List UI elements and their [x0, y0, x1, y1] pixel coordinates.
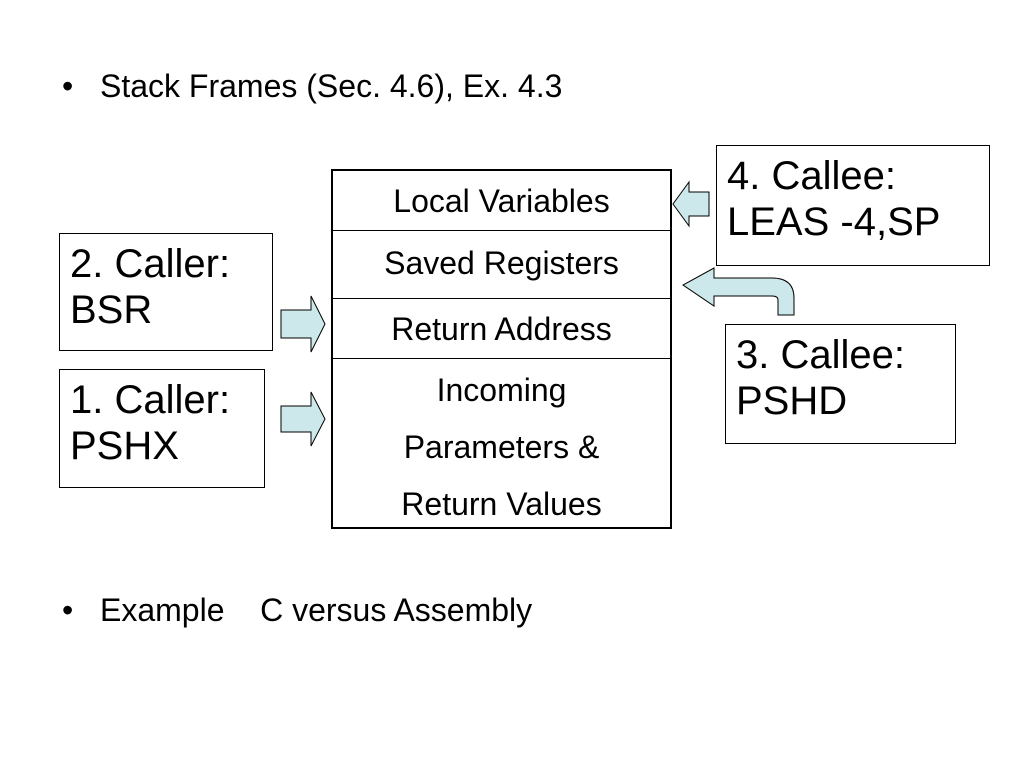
arrow-right-icon — [280, 295, 326, 353]
stack-cell-line: Parameters & — [403, 429, 600, 465]
note-line: 3. Callee: — [736, 333, 905, 377]
bullet-text: Stack Frames (Sec. 4.6), Ex. 4.3 — [100, 68, 563, 104]
arrow-left-icon — [672, 180, 710, 228]
bullet-example: • Example C versus Assembly — [62, 592, 532, 628]
note-line: LEAS -4,SP — [727, 200, 941, 244]
note-line: BSR — [70, 288, 153, 332]
arrow-right-icon — [280, 391, 326, 447]
note-callee-leas: 4. Callee: LEAS -4,SP — [716, 145, 990, 266]
stack-cell-local-variables: Local Variables — [333, 171, 670, 231]
stack-cell-incoming-parameters: Incoming Parameters & Return Values — [333, 359, 670, 529]
bullet-marker: • — [62, 592, 74, 628]
note-line: PSHX — [70, 424, 179, 468]
note-caller-pshx: 1. Caller: PSHX — [59, 369, 265, 488]
stack-cell-saved-registers: Saved Registers — [333, 231, 670, 299]
stack-frame-table: Local Variables Saved Registers Return A… — [331, 169, 672, 529]
note-line: 1. Caller: — [70, 378, 231, 422]
curved-arrow-icon — [682, 267, 795, 316]
note-line: PSHD — [736, 379, 848, 423]
note-caller-bsr: 2. Caller: BSR — [59, 233, 273, 351]
stack-cell-line: Incoming — [436, 372, 567, 408]
bullet-stack-frames: • Stack Frames (Sec. 4.6), Ex. 4.3 — [62, 68, 562, 104]
note-line: 4. Callee: — [727, 154, 896, 198]
note-callee-pshd: 3. Callee: PSHD — [725, 324, 956, 444]
stack-cell-return-address: Return Address — [333, 299, 670, 359]
stack-cell-line: Return Values — [401, 486, 602, 522]
bullet-text: Example C versus Assembly — [100, 592, 533, 628]
note-line: 2. Caller: — [70, 242, 231, 286]
bullet-marker: • — [62, 68, 74, 104]
